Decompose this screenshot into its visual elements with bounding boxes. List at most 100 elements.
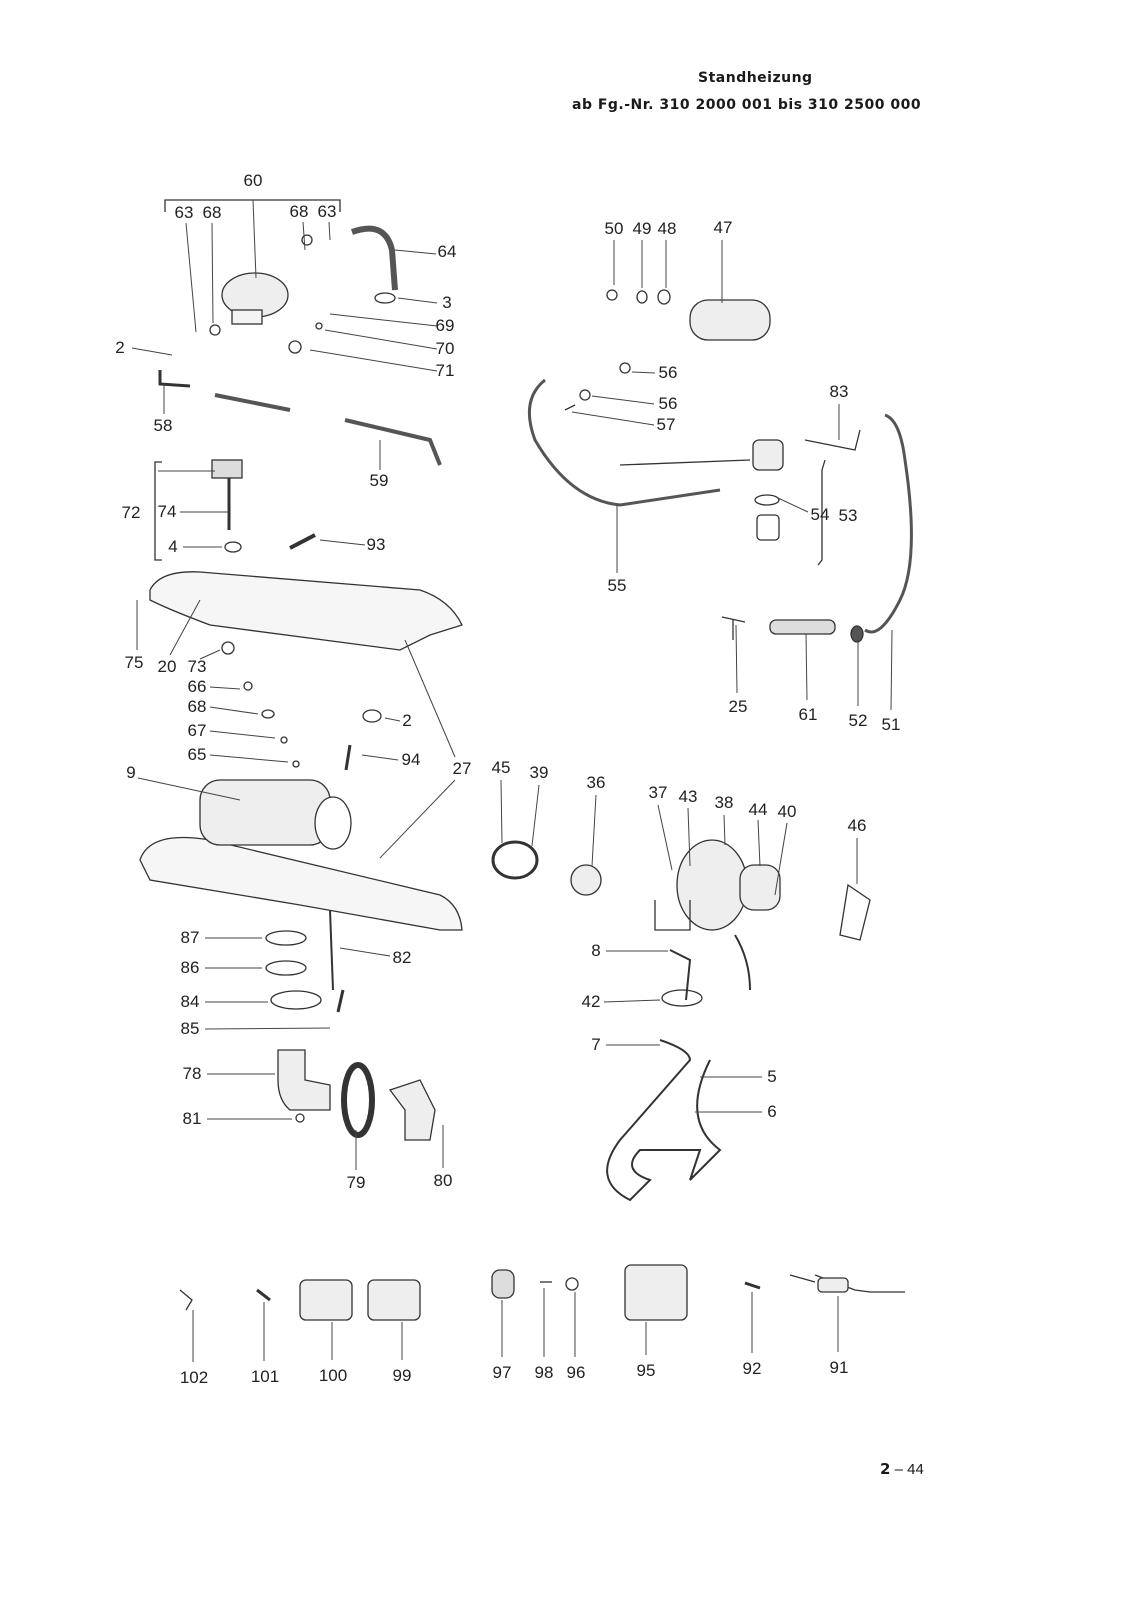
part-label-43: 43 (678, 787, 698, 806)
part-label-56: 56 (658, 363, 678, 382)
part-label-65: 65 (187, 745, 207, 764)
page-number-value: 44 (907, 1461, 924, 1478)
part-label-40: 40 (777, 802, 797, 821)
part-label-83: 83 (829, 382, 849, 401)
part-label-60: 60 (243, 171, 263, 190)
part-label-96: 96 (566, 1363, 586, 1382)
part-label-73: 73 (187, 657, 207, 676)
relay-99 (367, 1279, 421, 1321)
part-label-86: 86 (180, 958, 200, 977)
part-label-4: 4 (168, 537, 178, 556)
blower-housing-38 (676, 839, 748, 931)
part-label-69: 69 (435, 316, 455, 335)
fuel-metering-53 (752, 439, 784, 471)
part-label-71: 71 (435, 361, 455, 380)
part-label-48: 48 (657, 219, 677, 238)
part-label-46: 46 (847, 816, 867, 835)
part-label-102: 102 (179, 1368, 209, 1387)
part-label-8: 8 (591, 941, 601, 960)
diagram-title: Standheizung (698, 70, 813, 86)
fan-46 (839, 883, 871, 941)
part-label-81: 81 (182, 1109, 202, 1128)
part-label-63: 63 (317, 202, 337, 221)
page-separator: – (894, 1461, 903, 1478)
part-label-99: 99 (392, 1366, 412, 1385)
part-label-36: 36 (586, 773, 606, 792)
impeller-36 (570, 864, 602, 896)
motor-44 (739, 864, 781, 911)
part-label-64: 64 (437, 242, 457, 261)
part-label-37: 37 (648, 783, 668, 802)
part-label-100: 100 (318, 1366, 348, 1385)
part-label-63: 63 (174, 203, 194, 222)
part-label-70: 70 (435, 339, 455, 358)
part-label-92: 92 (742, 1359, 762, 1378)
part-label-20: 20 (157, 657, 177, 676)
relay-100 (299, 1279, 353, 1321)
part-label-56: 56 (658, 394, 678, 413)
part-label-7: 7 (591, 1035, 601, 1054)
heater-shell-upper (149, 571, 463, 651)
part-label-61: 61 (798, 705, 818, 724)
part-label-84: 84 (180, 992, 200, 1011)
part-label-49: 49 (632, 219, 652, 238)
part-label-50: 50 (604, 219, 624, 238)
part-label-82: 82 (392, 948, 412, 967)
part-label-72: 72 (121, 503, 141, 522)
part-label-78: 78 (182, 1064, 202, 1083)
heater-unit-9 (199, 779, 331, 846)
part-label-5: 5 (767, 1067, 777, 1086)
part-label-2: 2 (115, 338, 125, 357)
part-label-85: 85 (180, 1019, 200, 1038)
part-label-68: 68 (289, 202, 309, 221)
chassis-number-range: ab Fg.-Nr. 310 2000 001 bis 310 2500 000 (572, 97, 922, 113)
part-label-97: 97 (492, 1363, 512, 1382)
part-label-58: 58 (153, 416, 173, 435)
part-label-39: 39 (529, 763, 549, 782)
part-label-27: 27 (452, 759, 472, 778)
part-label-57: 57 (656, 415, 676, 434)
part-label-42: 42 (581, 992, 601, 1011)
part-label-87: 87 (180, 928, 200, 947)
switch-95 (624, 1264, 688, 1321)
part-label-25: 25 (728, 697, 748, 716)
part-label-51: 51 (881, 715, 901, 734)
part-label-47: 47 (713, 218, 733, 237)
filter-61 (769, 619, 836, 635)
part-label-68: 68 (202, 203, 222, 222)
part-label-54: 54 (810, 505, 830, 524)
part-label-53: 53 (838, 506, 858, 525)
part-label-93: 93 (366, 535, 386, 554)
group-bracket-60 (164, 199, 341, 212)
part-label-59: 59 (369, 471, 389, 490)
part-label-101: 101 (250, 1367, 280, 1386)
knob-97 (491, 1269, 515, 1299)
exhaust-pipe-5 (606, 1039, 722, 1202)
part-label-55: 55 (607, 576, 627, 595)
glow-plug-47 (689, 299, 771, 341)
part-label-67: 67 (187, 721, 207, 740)
part-label-6: 6 (767, 1102, 777, 1121)
part-label-66: 66 (187, 677, 207, 696)
fuel-hose-64 (350, 225, 398, 291)
part-label-74: 74 (157, 502, 177, 521)
part-label-68: 68 (187, 697, 207, 716)
part-label-44: 44 (748, 800, 768, 819)
part-label-52: 52 (848, 711, 868, 730)
elbow-80 (388, 1079, 436, 1141)
page-section: 2 (880, 1460, 891, 1478)
part-label-80: 80 (433, 1171, 453, 1190)
heater-shell-lower (139, 836, 463, 931)
part-label-3: 3 (442, 293, 452, 312)
part-label-95: 95 (636, 1361, 656, 1380)
part-label-91: 91 (829, 1358, 849, 1377)
part-label-94: 94 (401, 750, 421, 769)
page-number: 2 – 44 (880, 1460, 924, 1478)
leader-lines (131, 199, 893, 1362)
part-label-79: 79 (346, 1173, 366, 1192)
part-label-38: 38 (714, 793, 734, 812)
part-label-2: 2 (402, 711, 412, 730)
part-label-75: 75 (124, 653, 144, 672)
part-label-9: 9 (126, 763, 136, 782)
